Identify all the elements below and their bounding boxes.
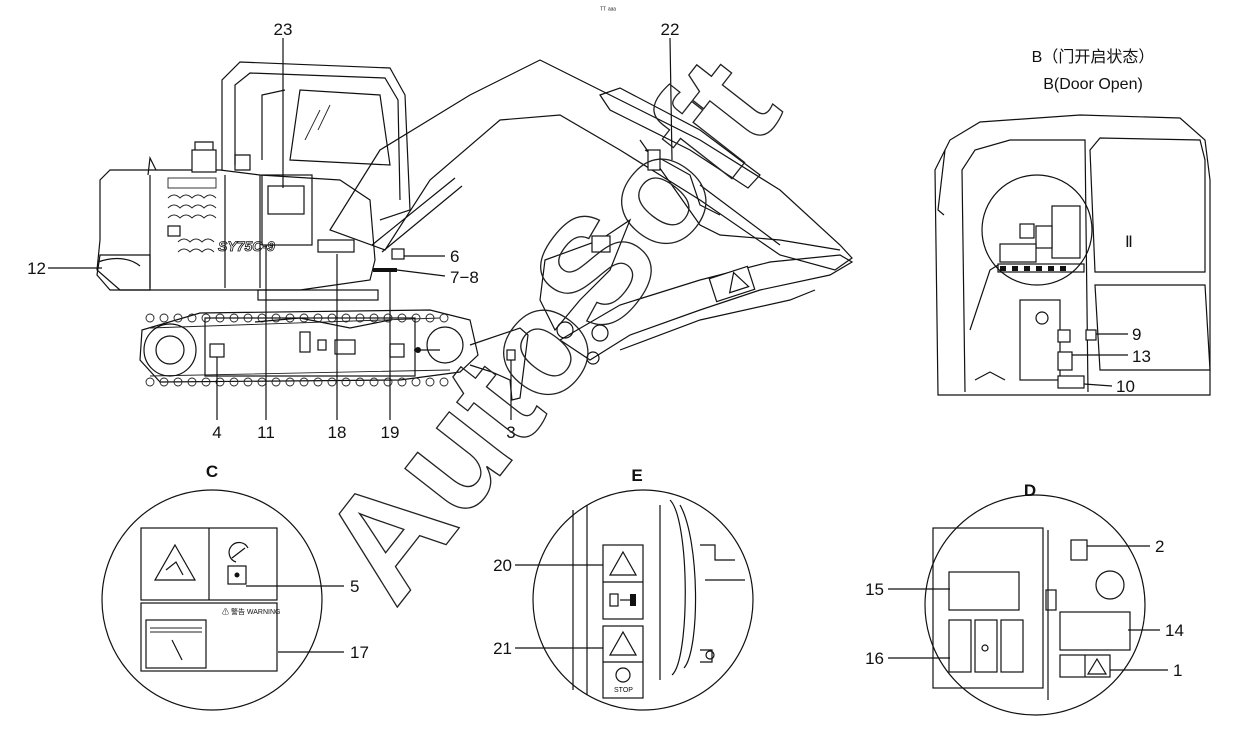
callout-7-8: 7−8 — [450, 268, 479, 287]
excavator-drawing: SY75C-9 — [96, 59, 854, 401]
main-leader-lines — [48, 37, 673, 420]
detail-e-leaders — [515, 564, 603, 649]
callout-10: 10 — [1116, 377, 1135, 396]
track-pad — [411, 377, 421, 387]
detail-d-leaders — [888, 545, 1168, 671]
callout-18: 18 — [328, 423, 347, 442]
track-pad — [173, 313, 183, 323]
callout-17: 17 — [350, 643, 369, 662]
track-pad — [313, 377, 323, 387]
detail-c: ⚠ 警告 WARNING — [101, 489, 323, 711]
callout-1: 1 — [1173, 661, 1182, 680]
callout-21: 21 — [493, 639, 512, 658]
zone-label: Ⅱ — [1125, 234, 1133, 251]
callout-20: 20 — [493, 556, 512, 575]
track-pad — [173, 377, 183, 387]
track-pad — [355, 377, 365, 387]
door-open-title-cn: B（门开启状态） — [1032, 48, 1155, 66]
callout-2: 2 — [1155, 537, 1164, 556]
section-d-label: D — [1024, 481, 1036, 500]
track-pad — [187, 313, 197, 323]
track-pad — [229, 377, 239, 387]
track-pad — [439, 377, 449, 387]
callout-11: 11 — [257, 423, 275, 442]
track-pad — [425, 313, 435, 323]
door-leader-lines — [1072, 333, 1128, 387]
section-c-label: C — [206, 462, 218, 481]
callout-19: 19 — [381, 423, 400, 442]
track-pad — [187, 377, 197, 387]
stop-label: STOP — [614, 687, 633, 694]
track-pad — [299, 377, 309, 387]
track-pad — [341, 377, 351, 387]
track-pad — [369, 377, 379, 387]
callout-6: 6 — [450, 247, 459, 266]
callout-16: 16 — [865, 649, 884, 668]
detail-e: STOP — [532, 489, 754, 711]
track-pad — [327, 377, 337, 387]
callout-23: 23 — [274, 20, 293, 39]
callout-5: 5 — [350, 577, 359, 596]
track-pad — [145, 377, 155, 387]
track-pad — [243, 377, 253, 387]
danger-header: ⚠ 警告 WARNING — [222, 607, 280, 616]
track-pad — [285, 377, 295, 387]
callout-9: 9 — [1132, 325, 1141, 344]
callout-4: 4 — [212, 423, 221, 442]
track-pad — [383, 377, 393, 387]
autosoft-watermark: AutoSoft — [288, 27, 810, 629]
track-pad — [271, 377, 281, 387]
track-pad — [397, 377, 407, 387]
detail-c-leaders — [246, 585, 344, 653]
door-open-title-en: B(Door Open) — [1043, 76, 1143, 93]
detail-d — [924, 494, 1146, 716]
callout-3: 3 — [506, 423, 515, 442]
track-pad — [425, 377, 435, 387]
track-pad — [439, 313, 449, 323]
track-pad — [159, 377, 169, 387]
callout-12: 12 — [27, 259, 46, 278]
top-mark: ᵀᵀ ᵃᵃᵃ — [600, 7, 616, 14]
callout-numbers: 23 22 12 6 7−8 4 11 18 19 3 9 13 10 5 17… — [27, 20, 1184, 680]
callout-14: 14 — [1165, 621, 1184, 640]
callout-13: 13 — [1132, 347, 1151, 366]
track-pad — [145, 313, 155, 323]
section-e-label: E — [631, 466, 642, 485]
door-open-view: Ⅱ — [934, 114, 1211, 396]
track-pad — [215, 377, 225, 387]
track-pad — [257, 377, 267, 387]
callout-22: 22 — [661, 20, 680, 39]
track-pad — [201, 377, 211, 387]
callout-15: 15 — [865, 580, 884, 599]
model-decal: SY75C-9 — [218, 238, 275, 254]
track-pad — [159, 313, 169, 323]
